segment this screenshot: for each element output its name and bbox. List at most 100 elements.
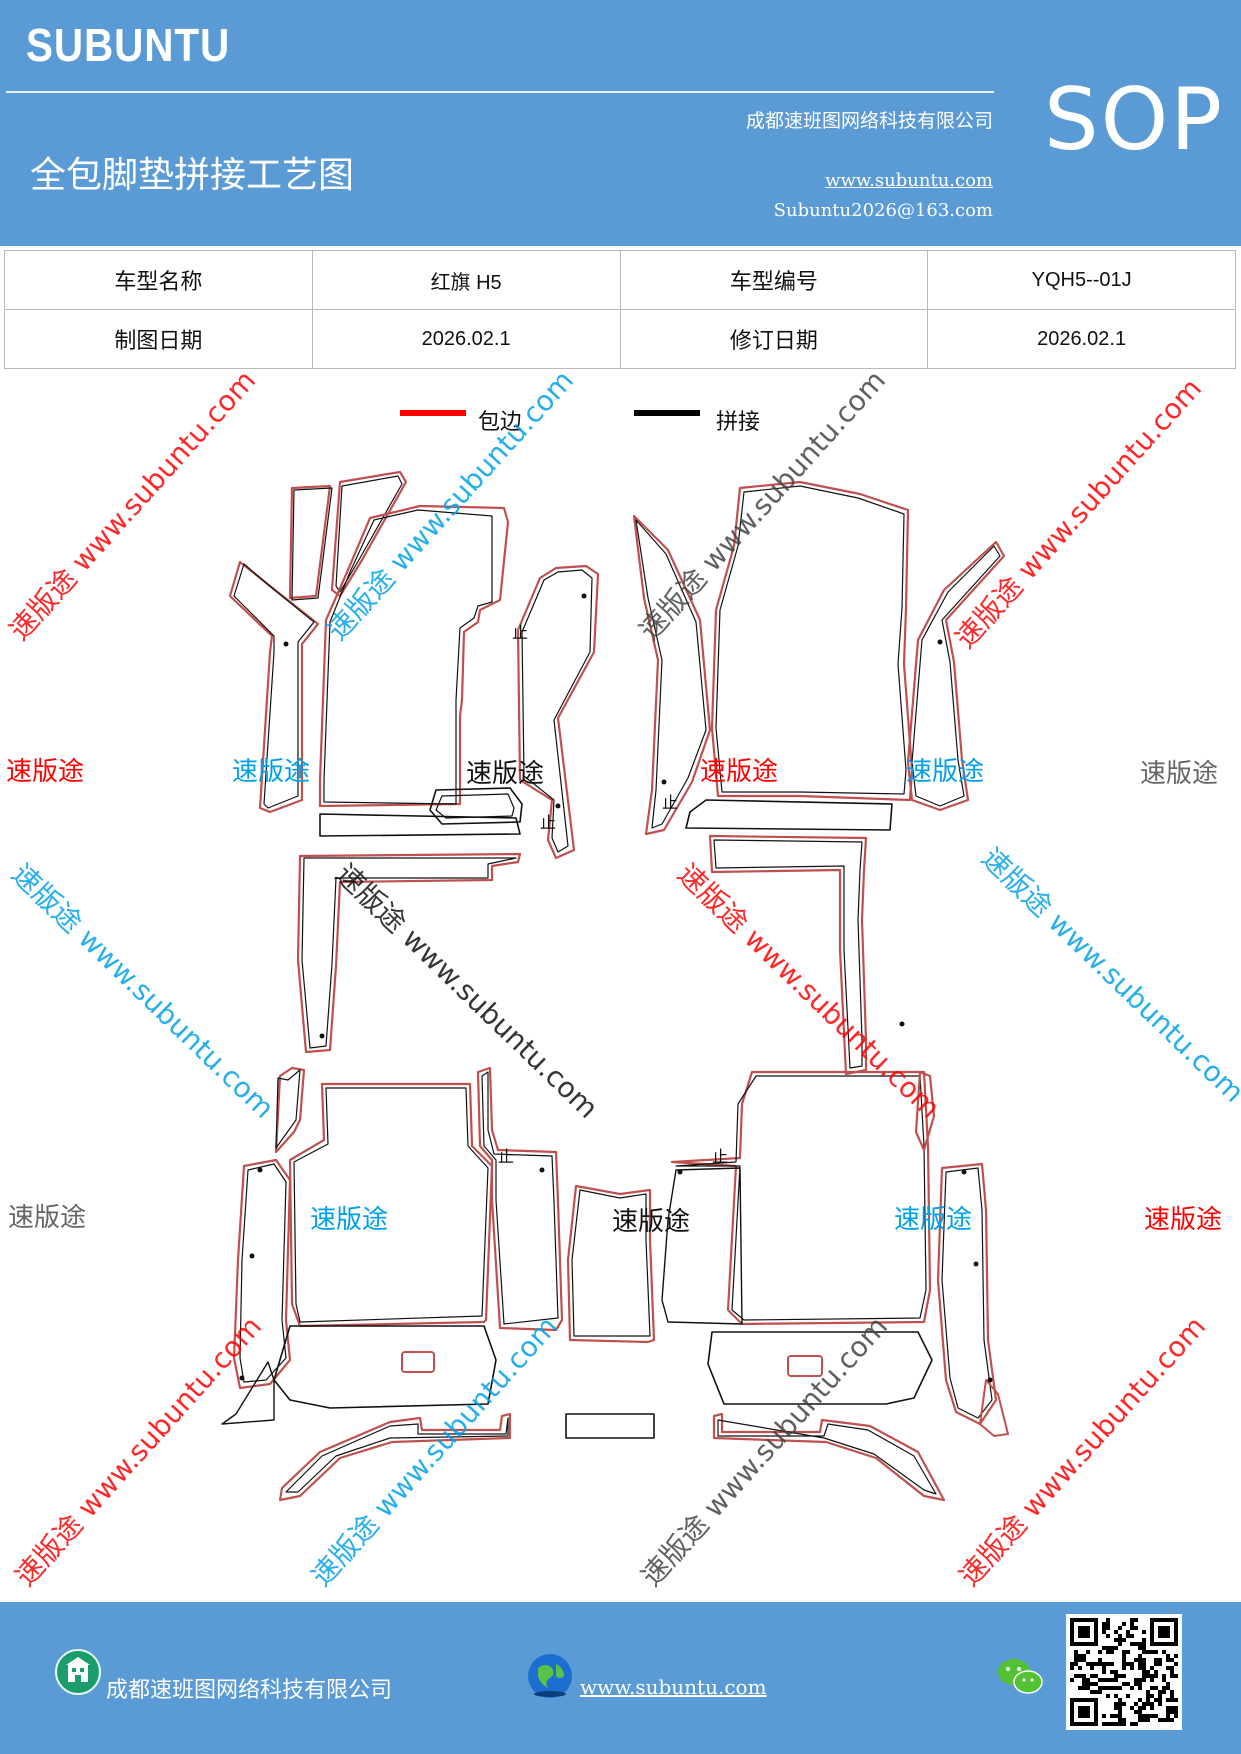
watermark-diagonal: 速版途 www.subuntu.com [633,364,892,647]
header-divider [6,91,994,93]
watermark-diagonal: 速版途 www.subuntu.com [949,372,1208,655]
qr-code [1066,1614,1182,1730]
watermark-label: 速版途 [612,1207,690,1237]
table-row: 制图日期 2026.02.1 修订日期 2026.02.1 [4,309,1236,369]
mat-piece [707,1331,933,1405]
table-cell: 车型名称 [4,250,313,310]
mat-piece [288,1082,494,1328]
clip-hole [555,803,561,809]
header-email: Subuntu2026@163.com [773,200,993,221]
mat-piece [319,813,521,837]
mat-piece [318,504,510,808]
clip-hole [961,1169,967,1175]
watermark-label: 速版途 [8,1203,86,1233]
clip-hole [249,1253,255,1259]
mat-piece [323,509,493,805]
watermark-label: 速版途 [1140,759,1218,789]
mat-piece [285,1417,509,1493]
watermark-diagonal: 速版途 www.subuntu.com [671,857,946,1125]
legend-label-edge: 包边 [478,410,523,435]
mat-piece [481,1071,559,1325]
footer-company: 成都速班图网络科技有限公司 [106,1678,393,1703]
watermark-label: 速版途 [466,759,544,789]
building-icon [55,1649,101,1695]
mat-piece [476,1066,564,1332]
footer-website-link[interactable]: www.subuntu.com [580,1675,767,1699]
mat-piece [288,484,332,600]
mat-piece [291,487,333,601]
table-row: 车型名称 红旗 H5 车型编号 YQH5--01J [4,250,1236,310]
wechat-icon [998,1659,1043,1694]
mat-piece [565,1413,655,1439]
mat-piece [293,1087,489,1323]
mat-piece [521,569,593,853]
seam-stop-marker: 止 [712,1147,728,1166]
mat-piece [232,1158,292,1390]
mat-piece [571,1189,651,1337]
clip-hole [973,1261,979,1267]
mat-piece [233,563,315,809]
mat-piece [335,475,403,593]
table-cell: 车型编号 [619,250,929,310]
table-cell: 2026.02.1 [311,309,621,369]
legend-label-seam: 拼接 [716,410,761,435]
mat-piece [708,834,868,1076]
seam-stop-marker: 止 [512,623,528,642]
seam-stop-marker: 止 [498,1147,514,1166]
clip-hole [581,593,587,599]
mat-piece [228,560,320,814]
seam-stop-marker: 止 [540,813,556,832]
rear-mat-group [221,1066,1009,1502]
mat-piece [566,1184,656,1344]
mat-piece [675,1075,927,1321]
watermark-diagonal: 速版途 www.subuntu.com [975,841,1241,1109]
legend-swatch-edge [400,410,466,416]
header-band: SUBUNTU 成都速班图网络科技有限公司 全包脚垫拼接工艺图 www.subu… [0,0,1241,246]
table-cell: YQH5--01J [927,250,1236,310]
clip-hole [239,1375,245,1381]
watermark-label: 速版途 [310,1205,388,1235]
legend-swatch-seam [634,410,700,416]
mat-piece [670,1070,932,1326]
info-table: 车型名称 红旗 H5 车型编号 YQH5--01J 制图日期 2026.02.1… [4,250,1236,369]
watermark-label: 速版途 [894,1205,972,1235]
mat-piece [661,1167,743,1325]
sop-badge: SOP [1044,70,1225,170]
mat-piece [914,1070,936,1152]
watermark-label: 速版途 [6,757,84,787]
mat-piece [632,514,712,836]
mat-piece [715,485,907,795]
mat-piece [717,1419,937,1495]
header-website-link[interactable]: www.subuntu.com [825,170,993,191]
clip-hole [539,1167,545,1173]
mat-piece [274,1066,306,1154]
mat-piece [239,1163,287,1383]
mat-piece [712,1412,946,1502]
clip-hole [257,1167,263,1173]
watermark-diagonal: 速版途 www.subuntu.com [953,1310,1212,1593]
watermark-label: 速版途 [1144,1205,1222,1235]
front-left-mat-group [228,470,600,1054]
globe-icon [528,1654,572,1698]
mat-piece [941,1167,993,1419]
document-title: 全包脚垫拼接工艺图 [30,155,355,196]
watermark-label: 速版途 [700,757,778,787]
watermark-diagonal: 速版途 www.subuntu.com [5,857,280,1125]
table-cell: 制图日期 [4,309,313,369]
mat-piece [713,839,863,1069]
mat-piece [906,540,1006,812]
mat-piece [429,787,523,825]
clip-hole [661,779,667,785]
heel-pad [401,1351,435,1373]
watermark-diagonal: 速版途 www.subuntu.com [3,364,262,647]
mat-piece [301,857,517,1049]
mat-piece [221,1361,275,1425]
mat-piece [979,1379,1009,1437]
mat-piece [911,545,1001,807]
mat-piece [685,799,893,831]
brand-logo: SUBUNTU [26,19,231,71]
floor-mat-diagram: 止 止 止 止 止 速版途 速版途 速版途 速版途 速版途 速版途 速版途 速版… [3,364,1241,1593]
watermark-diagonal: 速版途 www.subuntu.com [305,1310,564,1593]
front-right-mat-group [632,480,1006,1076]
watermark-label: 速版途 [906,757,984,787]
